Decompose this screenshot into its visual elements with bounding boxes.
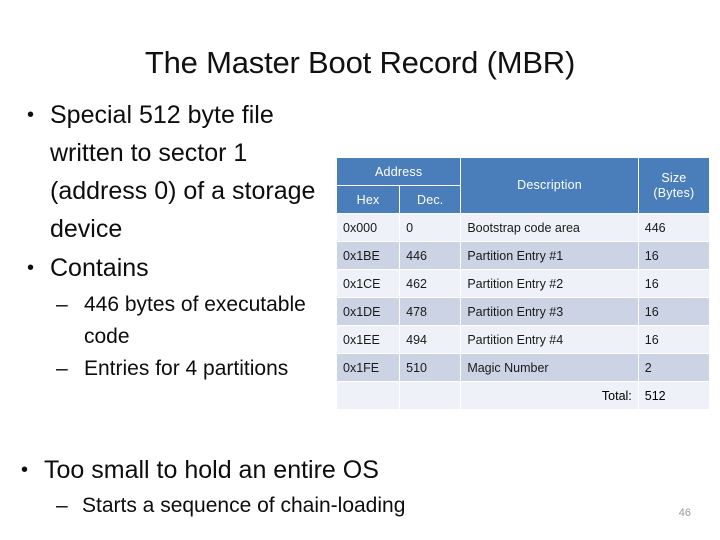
lower-text-block: Too small to hold an entire OS Starts a … (8, 452, 708, 523)
table-header: Address Description Size (Bytes) Hex Dec… (337, 158, 709, 213)
cell-dec: 0 (400, 214, 461, 241)
cell-dec: 494 (400, 326, 461, 353)
mbr-layout-table: Address Description Size (Bytes) Hex Dec… (336, 157, 710, 410)
cell-blank-hex (337, 382, 400, 409)
sub-bullet-446-bytes-executable-code: 446 bytes of executable code (50, 289, 344, 353)
body-text-block: Special 512 byte file written to sector … (14, 96, 344, 386)
bullet-item-too-small-label: Too small to hold an entire OS (44, 456, 379, 484)
cell-dec: 446 (400, 242, 461, 269)
cell-description: Bootstrap code area (461, 214, 638, 241)
table-row: 0x1EE 494 Partition Entry #4 16 (337, 326, 709, 353)
table-header-row-top: Address Description Size (Bytes) (337, 158, 709, 213)
cell-size: 16 (638, 242, 709, 269)
bullet-list-sub-chainloading: Starts a sequence of chain-loading (44, 490, 708, 522)
bullet-list-primary: Special 512 byte file written to sector … (14, 96, 344, 385)
column-header-description: Description (461, 158, 638, 213)
table-row: 0x1BE 446 Partition Entry #1 16 (337, 242, 709, 269)
cell-hex: 0x1EE (337, 326, 400, 353)
table-body: 0x000 0 Bootstrap code area 446 0x1BE 44… (337, 214, 709, 409)
cell-description: Partition Entry #1 (461, 242, 638, 269)
column-header-address: Address (337, 158, 461, 185)
bullet-item-contains: Contains 446 bytes of executable code En… (14, 249, 344, 385)
cell-blank-dec (400, 382, 461, 409)
cell-description: Magic Number (461, 354, 638, 381)
table-row: 0x1DE 478 Partition Entry #3 16 (337, 298, 709, 325)
bullet-item-special-512-byte-file: Special 512 byte file written to sector … (14, 96, 344, 248)
page-title: The Master Boot Record (MBR) (144, 45, 576, 80)
table-row: 0x000 0 Bootstrap code area 446 (337, 214, 709, 241)
column-header-hex: Hex (337, 186, 400, 213)
table-total-row: Total: 512 (337, 382, 709, 409)
cell-size: 446 (638, 214, 709, 241)
bullet-list-sub-contains: 446 bytes of executable code Entries for… (50, 289, 344, 385)
sub-bullet-chain-loading: Starts a sequence of chain-loading (44, 490, 708, 522)
cell-hex: 0x1BE (337, 242, 400, 269)
cell-hex: 0x000 (337, 214, 400, 241)
cell-description: Partition Entry #2 (461, 270, 638, 297)
cell-hex: 0x1CE (337, 270, 400, 297)
total-label: Total: (461, 382, 638, 409)
cell-hex: 0x1FE (337, 354, 400, 381)
column-header-size-bytes: Size (Bytes) (638, 158, 709, 213)
sub-bullet-entries-for-4-partitions: Entries for 4 partitions (50, 353, 344, 385)
table-header-row-sub: Hex Dec. (337, 186, 709, 213)
cell-dec: 478 (400, 298, 461, 325)
table-row: 0x1CE 462 Partition Entry #2 16 (337, 270, 709, 297)
table-row: 0x1FE 510 Magic Number 2 (337, 354, 709, 381)
column-header-dec: Dec. (400, 186, 461, 213)
cell-size: 16 (638, 298, 709, 325)
bullet-item-too-small-for-os: Too small to hold an entire OS Starts a … (8, 452, 708, 522)
slide-number: 46 (678, 507, 691, 519)
bullet-item-contains-label: Contains (50, 254, 149, 282)
bullet-list-secondary: Too small to hold an entire OS Starts a … (8, 452, 708, 522)
cell-hex: 0x1DE (337, 298, 400, 325)
cell-description: Partition Entry #3 (461, 298, 638, 325)
cell-size: 16 (638, 326, 709, 353)
total-value: 512 (638, 382, 709, 409)
cell-dec: 462 (400, 270, 461, 297)
cell-size: 2 (638, 354, 709, 381)
cell-size: 16 (638, 270, 709, 297)
cell-description: Partition Entry #4 (461, 326, 638, 353)
cell-dec: 510 (400, 354, 461, 381)
